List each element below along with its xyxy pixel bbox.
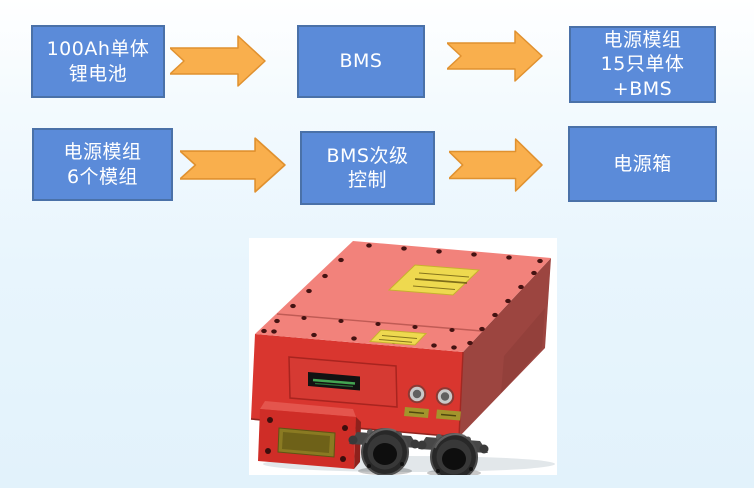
flow-box-power-module-6: 电源模组 6个模组 [32,128,173,201]
top-small-label [368,329,428,346]
flow-box-label-line: BMS次级 [326,144,409,167]
flow-box-label-line: +BMS [612,77,673,100]
flow-box-label-line: 100Ah单体 [46,38,150,61]
right-arrow-icon [449,137,543,193]
front-junction-box [258,401,361,469]
flow-box-label-line: BMS [339,50,383,73]
battery-box-illustration [250,241,555,475]
flow-box-label-line: 锂电池 [68,62,128,85]
right-arrow-icon [447,29,543,83]
flow-box-label-line: 电源箱 [613,152,672,175]
flow-box-bms-secondary-control: BMS次级 控制 [300,131,435,205]
flow-box-label-line: 6个模组 [66,165,139,188]
flow-box-label-line: 电源模组 [63,141,142,164]
indicator-buttons [404,384,461,421]
flow-box-label-line: 控制 [347,169,387,191]
flow-box-power-module-15: 电源模组 15只单体 +BMS [569,26,716,103]
battery-box-photo [249,238,557,475]
flow-box-label-line: 15只单体 [600,53,685,76]
flow-box-label-line: 电源模组 [603,29,682,52]
right-arrow-icon [180,136,286,194]
flow-box-bms: BMS [297,25,425,98]
top-nameplate-label [387,264,481,296]
circular-connector [348,428,420,475]
flow-box-power-box: 电源箱 [568,126,717,202]
front-display-panel [288,356,398,408]
right-arrow-icon [170,34,266,88]
circular-connector [417,433,489,475]
screw-dots [261,243,543,350]
flow-box-100ah-cell: 100Ah单体 锂电池 [31,25,165,98]
